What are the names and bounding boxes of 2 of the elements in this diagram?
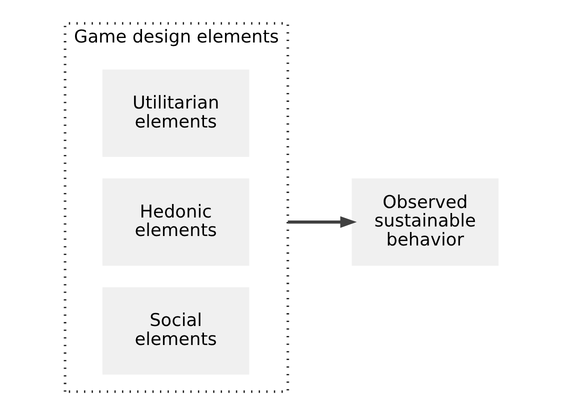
arrow — [287, 216, 356, 228]
node-box: Observed sustainable behavior — [351, 178, 498, 266]
